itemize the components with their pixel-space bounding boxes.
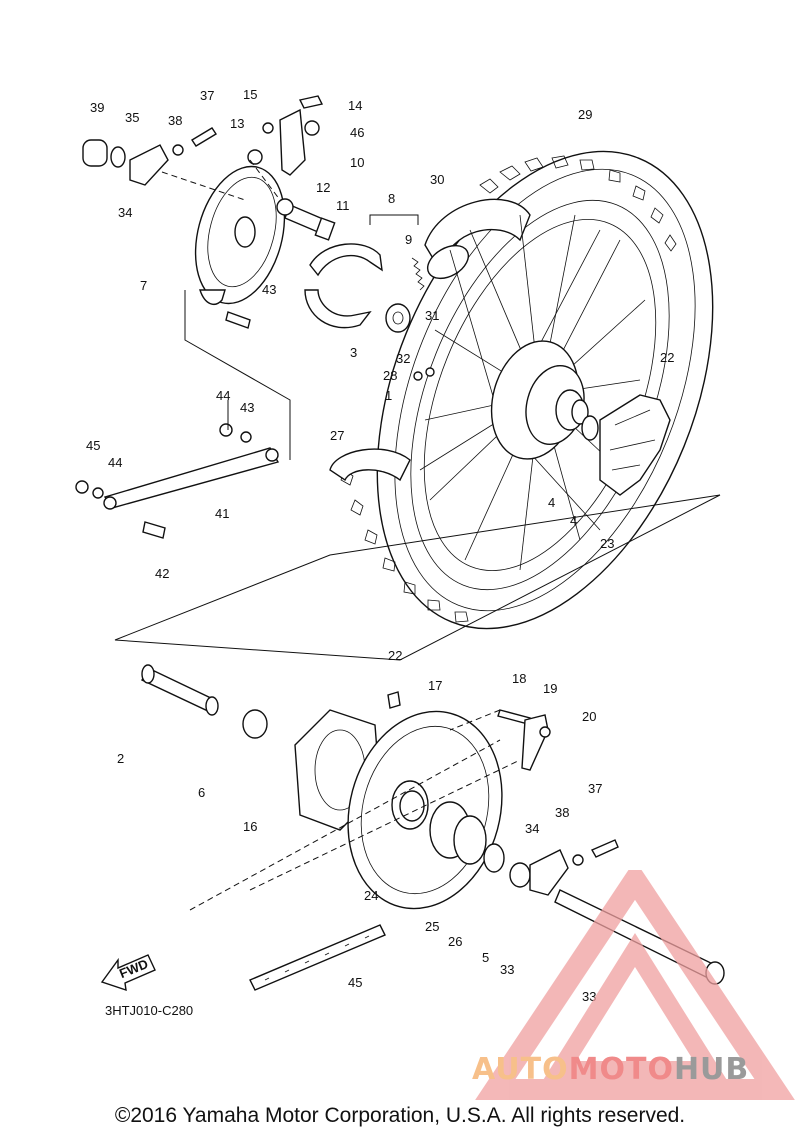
callout-34: 34	[525, 821, 539, 836]
callout-6: 6	[198, 785, 205, 800]
callout-23: 24	[364, 888, 378, 903]
chain-adjuster-parts	[387, 691, 551, 771]
callout-30: 31	[425, 308, 439, 323]
callout-14: 14	[348, 98, 362, 113]
copyright-notice: ©2016 Yamaha Motor Corporation, U.S.A. A…	[114, 1104, 686, 1127]
callout-40: 41	[215, 506, 229, 521]
leader-lines	[114, 159, 721, 911]
wordmark-hub: HUB	[673, 1052, 750, 1087]
collar-part	[141, 664, 219, 716]
callout-43-left: 44	[108, 455, 122, 470]
wordmark-moto: MOTO	[568, 1052, 674, 1087]
camshaft-part	[284, 204, 336, 241]
callout-11: 11	[336, 198, 350, 213]
damper-part	[599, 394, 671, 496]
callout-9: 9	[405, 232, 412, 247]
callout-45: 45	[348, 975, 362, 990]
axle-collar-parts-top	[82, 127, 217, 186]
cam-lever-part	[247, 95, 324, 216]
callout-labels: 39 35 38 37 34 13 15 14 46 10 12 11 8 9 …	[86, 87, 674, 1004]
callout-38-top: 38	[168, 113, 182, 128]
callout-4b: 4	[570, 513, 577, 528]
bolt-41-part	[225, 311, 251, 329]
callout-22-top: 22	[660, 350, 674, 365]
callout-42: 42	[155, 566, 169, 581]
callout-37-top: 37	[200, 88, 214, 103]
callout-44-left: 45	[86, 438, 100, 453]
callout-24: 25	[425, 919, 439, 934]
wordmark-auto: AUTO	[472, 1052, 569, 1087]
callout-31: 32	[396, 351, 410, 366]
callout-35: 34	[118, 205, 132, 220]
callout-39: 39	[90, 100, 104, 115]
callout-13: 13	[230, 116, 244, 131]
callout-22-bottom: 23	[600, 536, 614, 551]
callout-17: 17	[428, 678, 442, 693]
callout-38-bottom: 38	[555, 805, 569, 820]
callout-33: 33	[500, 962, 514, 977]
callout-27: 28	[383, 368, 397, 383]
axle-collar-parts-bottom	[509, 839, 619, 896]
brake-shoes-part	[304, 243, 383, 329]
callout-32: 33	[582, 989, 596, 1004]
callout-5: 5	[482, 950, 489, 965]
bearing-seal-parts-lower	[399, 790, 505, 873]
callout-46: 46	[350, 125, 364, 140]
brake-shoe-plate-part	[194, 165, 286, 306]
automotohub-wordmark: AUTOMOTOHUB	[472, 1052, 749, 1087]
brake-spring-part	[411, 257, 425, 291]
callout-8: 8	[388, 191, 395, 206]
callout-16: 16	[243, 819, 257, 834]
callout-36: 35	[125, 110, 139, 125]
drive-chain-part	[249, 924, 386, 991]
fwd-arrow-icon: FWD	[100, 954, 156, 992]
bearing-parts	[385, 303, 599, 441]
callout-18: 18	[512, 671, 526, 686]
automotohub-logo	[475, 870, 795, 1100]
callout-19: 19	[543, 681, 557, 696]
tension-bar-part	[75, 423, 280, 539]
callout-15: 15	[243, 87, 257, 102]
callout-41: 43	[262, 282, 276, 297]
callout-21: 22	[388, 648, 402, 663]
callout-3: 3	[350, 345, 357, 360]
callout-10: 10	[350, 155, 364, 170]
callout-28: 29	[578, 107, 592, 122]
callout-2: 2	[117, 751, 124, 766]
oil-seal-part	[242, 709, 268, 739]
callout-43-top: 43	[240, 400, 254, 415]
callout-20: 20	[582, 709, 596, 724]
callout-26: 27	[330, 428, 344, 443]
diagram-code: 3HTJ010-C280	[105, 1003, 194, 1018]
callout-37-bottom: 37	[588, 781, 602, 796]
callout-44-top: 44	[216, 388, 230, 403]
callout-12: 12	[316, 180, 330, 195]
tube-part	[424, 198, 531, 280]
callout-7: 7	[140, 278, 147, 293]
callout-4a: 4	[548, 495, 555, 510]
callout-29: 30	[430, 172, 444, 187]
callout-1: 1	[385, 388, 392, 403]
callout-25: 26	[448, 934, 462, 949]
